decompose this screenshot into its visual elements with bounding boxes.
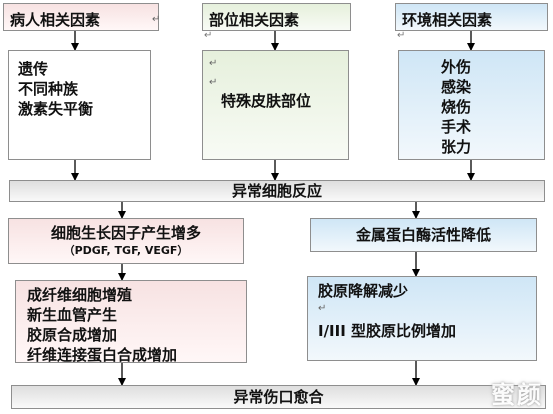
left-effect-item: 纤维连接蛋白合成增加 [27,346,178,364]
return-mark: ↵ [152,14,161,25]
patient-factors-header: 病人相关因素 ↵ [3,3,161,31]
environment-factor-item: 外伤 [441,58,472,76]
patient-factors-title: 病人相关因素 [10,11,101,29]
left-effect-item: 胶原合成增加 [27,326,118,344]
environment-factors-list: 外伤 感染 烧伤 手术 张力 [398,50,545,160]
environment-factors-title: 环境相关因素 [402,11,493,29]
environment-factor-item: 感染 [441,78,472,96]
metalloproteinase-box: 金属蛋白酶活性降低 [310,218,537,252]
abnormal-wound-healing-box: 异常伤口愈合 [11,385,546,409]
return-mark: ↵ [318,303,327,314]
abnormal-wound-healing-label: 异常伤口愈合 [233,388,324,406]
left-effect-item: 新生血管产生 [27,306,118,324]
right-effects-box: 胶原降解减少 ↵ I/III 型胶原比例增加 [307,276,537,361]
return-mark: ↵ [204,30,213,41]
patient-factor-item: 不同种族 [18,80,79,98]
patient-factors-list: 遗传 不同种族 激素失平衡 [8,50,151,160]
abnormal-cell-reaction-label: 异常细胞反应 [231,182,322,200]
site-factors-list: ↵ ↵ 特殊皮肤部位 [202,50,349,160]
return-mark: ↵ [209,58,218,69]
abnormal-cell-reaction-box: 异常细胞反应 [9,180,545,202]
site-factors-title: 部位相关因素 [209,11,300,29]
growth-factor-subtitle: （PDGF, TGF, VEGF） [63,244,189,257]
right-effect-item: I/III 型胶原比例增加 [318,322,457,340]
growth-factor-title: 细胞生长因子产生增多 [50,224,201,242]
watermark: 蜜颜 [491,381,543,409]
site-factor-item: 特殊皮肤部位 [221,92,312,110]
left-effect-item: 成纤维细胞增殖 [27,286,133,304]
patient-factor-item: 激素失平衡 [18,100,94,118]
environment-factors-header: 环境相关因素 ↵ [395,3,548,41]
environment-factor-item: 手术 [441,118,472,136]
metalloproteinase-title: 金属蛋白酶活性降低 [355,226,491,244]
right-effect-item: 胶原降解减少 [318,282,409,300]
patient-factor-item: 遗传 [18,60,49,78]
return-mark: ↵ [397,30,406,41]
environment-factor-item: 张力 [441,138,472,156]
left-effects-box: 成纤维细胞增殖 新生血管产生 胶原合成增加 纤维连接蛋白合成增加 [15,280,247,364]
growth-factor-box: 细胞生长因子产生增多 （PDGF, TGF, VEGF） [8,218,244,264]
return-mark: ↵ [209,77,218,88]
site-factors-header: 部位相关因素 ↵ [202,3,351,41]
environment-factor-item: 烧伤 [441,98,472,116]
